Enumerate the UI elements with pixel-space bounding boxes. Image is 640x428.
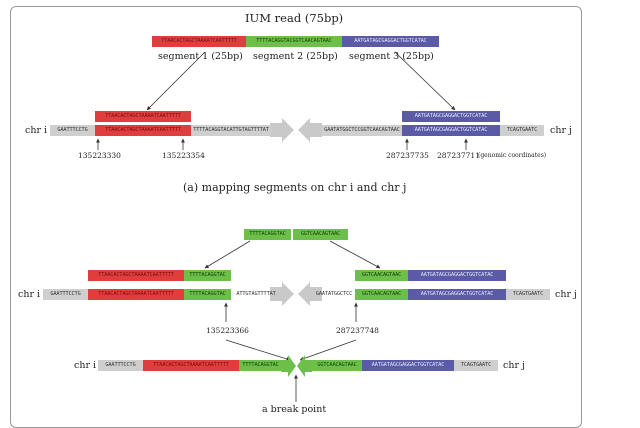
b-chr-i-green: TTTTACAGGTAC: [184, 289, 231, 300]
chr-i-label-fused: chr i: [74, 360, 97, 371]
fused-arrow-left: [281, 355, 296, 377]
chr-i-arrow-a: [270, 118, 294, 142]
coord-287237748: 287237748: [336, 326, 379, 335]
figure-frame: [10, 6, 582, 428]
coord-135223330: 135223330: [78, 151, 121, 160]
chr-j-blue-a: AATGATAGCGAGGACTGGTCATAC: [402, 125, 500, 136]
fused-green-j: GGTCAACAGTAAC: [312, 360, 362, 371]
coord-135223354: 135223354: [162, 151, 205, 160]
fused-flank-i: GAATTTCCTG: [98, 360, 143, 371]
b-chr-i-red: TTAACACTAGCTAAAATCAATTTTT: [88, 289, 184, 300]
chr-j-arrow-a: [298, 118, 322, 142]
segment-3-label: segment 3 (25bp): [349, 51, 434, 62]
read-segment-2: TTTTACAGGTACGGTCAACAGTAAC: [246, 36, 342, 47]
diagram-title: IUM read (75bp): [245, 11, 344, 25]
b-chr-i-tail: ATTGTAGTTTTAT: [236, 291, 276, 297]
read-segment-1: TTAACACTAGCTAAAATCAATTTTT: [152, 36, 246, 47]
fused-flank-j: TCAGTGAATC: [454, 360, 498, 371]
chr-j-label-fused: chr j: [503, 360, 525, 371]
chr-i-flank-a: GAATTTCCTG: [50, 125, 95, 136]
caption-a: (a) mapping segments on chr i and chr j: [183, 181, 407, 194]
chr-j-label-b: chr j: [555, 289, 577, 300]
fused-arrow-right: [297, 355, 312, 377]
segment-1-label: segment 1 (25bp): [158, 51, 243, 62]
segment-2-label: segment 2 (25bp): [253, 51, 338, 62]
coord-135223366: 135223366: [206, 326, 249, 335]
b-chr-j-head: GAATATGGCTCC: [315, 291, 353, 297]
chr-j-flank-a: TCAGTGAATC: [500, 125, 544, 136]
arrow-b-left: [204, 240, 251, 269]
fused-red: TTAACACTAGCTAAAATCAATTTTT: [143, 360, 239, 371]
aligned-segment-3: AATGATAGCGAGGACTGGTCATAC: [402, 111, 500, 122]
chr-i-label-a: chr i: [25, 125, 48, 136]
coord-287237735: 287237735: [386, 151, 429, 160]
chr-j-left-a: GAATATGGCTCCGGTCAACAGTAAC: [322, 125, 402, 136]
converge-right: [299, 339, 357, 361]
break-point-label: a break point: [262, 404, 327, 415]
arrow-seg3: [394, 51, 456, 111]
b-top-green-left: TTTTACAGGTAC: [244, 229, 291, 240]
fused-blue: AATGATAGCGAGGACTGGTCATAC: [362, 360, 454, 371]
chr-i-label-b: chr i: [18, 289, 41, 300]
arrow-b-right: [329, 240, 381, 269]
arrow-seg1: [146, 51, 206, 111]
genomic-coordinates-note: (genomic coordinates): [478, 152, 547, 159]
b-aligned-blue: AATGATAGCGAGGACTGGTCATAC: [408, 270, 506, 281]
coord-287237711: 287237711: [437, 151, 480, 160]
b-aligned-green-i: TTTTACAGGTAC: [184, 270, 231, 281]
b-top-green-right: GGTCAACAGTAAC: [293, 229, 348, 240]
chr-i-arrow-b: [270, 282, 294, 306]
chr-j-label-a: chr j: [550, 125, 572, 136]
b-chr-i-flank: GAATTTCCTG: [43, 289, 88, 300]
aligned-segment-1: TTAACACTAGCTAAAATCAATTTTT: [95, 111, 191, 122]
converge-left: [225, 339, 291, 361]
b-aligned-red: TTAACACTAGCTAAAATCAATTTTT: [88, 270, 184, 281]
b-aligned-green-j: GGTCAACAGTAAC: [355, 270, 408, 281]
chr-i-red-a: TTAACACTAGCTAAAATCAATTTTT: [95, 125, 191, 136]
chr-j-arrow-b: [298, 282, 322, 306]
b-chr-j-blue: AATGATAGCGAGGACTGGTCATAC: [408, 289, 506, 300]
fused-green-i: TTTTACAGGTAC: [239, 360, 282, 371]
b-chr-j-flank: TCAGTGAATC: [506, 289, 550, 300]
read-segment-3: AATGATAGCGAGGACTGGTCATAC: [342, 36, 439, 47]
chr-i-right-a: TTTTACAGGTACATTGTAGTTTTAT: [191, 125, 271, 136]
b-chr-j-green: GGTCAACAGTAAC: [355, 289, 408, 300]
